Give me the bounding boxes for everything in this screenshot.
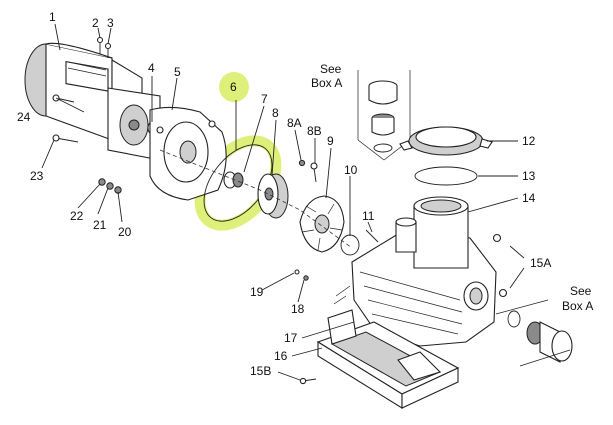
screw-8a (298, 159, 306, 167)
callout-8: 8 (272, 106, 279, 120)
lid-clamp-12 (399, 126, 493, 156)
callout-12: 12 (522, 134, 536, 148)
leader-lines (41, 23, 525, 381)
callout-23: 23 (30, 169, 44, 183)
pump-housing (333, 196, 497, 347)
box-a-right (495, 299, 571, 367)
bolt-15a-upper (492, 233, 502, 243)
callout-20: 20 (118, 225, 132, 239)
callout-15a: 15A (530, 256, 551, 270)
callout-5: 5 (174, 65, 181, 79)
diffuser-9 (299, 195, 345, 253)
callout-labels: 1 2 3 4 5 6 7 8 8A 8B 9 10 11 12 13 14 1… (17, 10, 593, 378)
screw-3 (104, 42, 112, 58)
callout-3: 3 (107, 16, 114, 30)
callout-17: 17 (284, 331, 298, 345)
motor (24, 42, 161, 161)
washer-18 (303, 275, 309, 281)
callout-19: 19 (250, 285, 264, 299)
callout-4: 4 (148, 61, 155, 75)
nut-21 (106, 182, 114, 190)
union-right (507, 310, 573, 363)
see-box-top-line1: See (320, 62, 342, 76)
impeller-8 (257, 173, 289, 219)
callout-9: 9 (327, 134, 334, 148)
callout-8b: 8B (307, 124, 322, 138)
callout-24: 24 (17, 110, 31, 124)
screw-23 (52, 134, 79, 143)
callout-2: 2 (92, 16, 99, 30)
oring-10 (340, 234, 360, 256)
screw-15b (299, 377, 317, 385)
callout-22: 22 (70, 209, 84, 223)
see-box-right-line1: See (570, 284, 592, 298)
callout-11: 11 (362, 209, 375, 223)
callout-13: 13 (522, 169, 536, 183)
see-box-right-line2: Box A (562, 299, 593, 313)
callout-8a: 8A (287, 116, 302, 130)
callout-18: 18 (291, 302, 305, 316)
highlight-callout-6 (219, 72, 249, 102)
nut-22 (98, 178, 106, 186)
callout-16: 16 (274, 349, 288, 363)
seal-7 (223, 171, 244, 189)
screw-8b (310, 162, 318, 183)
seal-plate (149, 106, 227, 201)
pump-base (316, 309, 460, 409)
pin-11 (365, 229, 379, 243)
callout-7: 7 (261, 92, 268, 106)
bolt-15a-lower (498, 288, 508, 298)
see-box-top-line2: Box A (311, 76, 342, 90)
callout-1: 1 (49, 10, 56, 24)
screw-2 (96, 36, 104, 54)
callout-14: 14 (522, 191, 536, 205)
box-a-top (357, 70, 411, 161)
screw-19 (294, 269, 300, 275)
callout-10: 10 (344, 163, 358, 177)
callout-21: 21 (93, 218, 107, 232)
oring-13 (414, 166, 478, 186)
callout-15b: 15B (250, 364, 271, 378)
callout-6: 6 (230, 80, 237, 94)
union-top (368, 80, 398, 153)
assembly-axis (159, 149, 353, 249)
